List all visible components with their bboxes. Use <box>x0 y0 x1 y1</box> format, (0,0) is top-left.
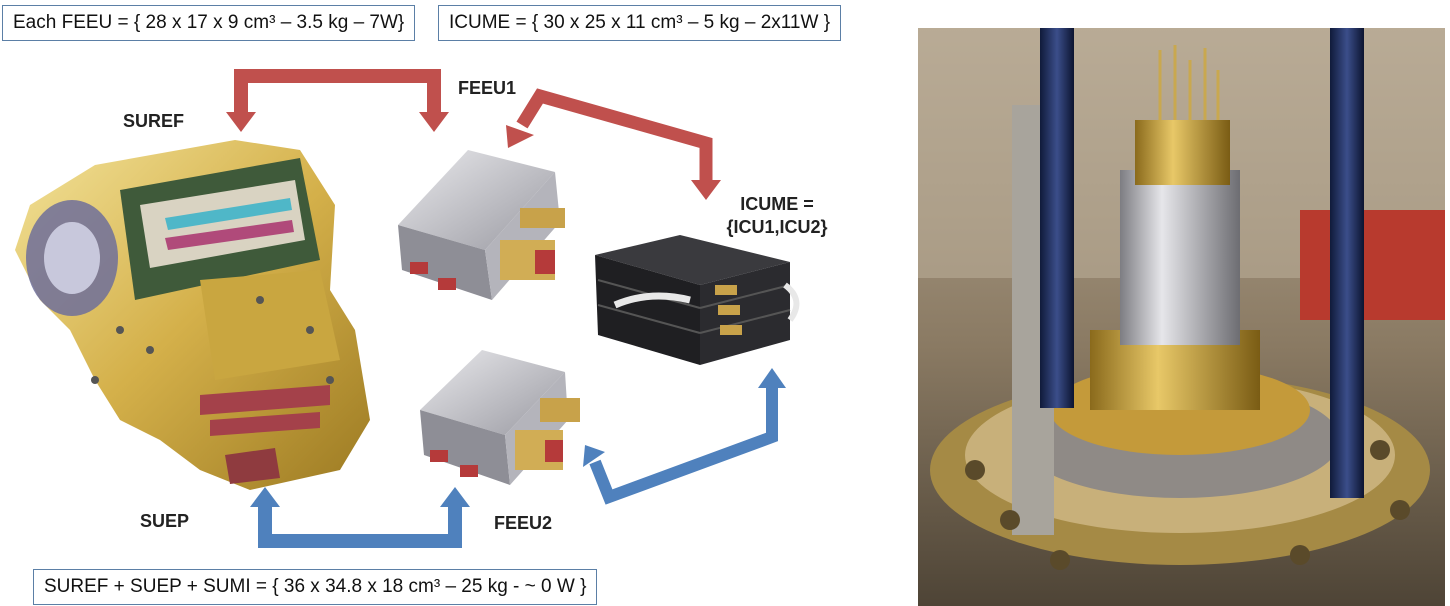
feeu-spec-box: Each FEEU = { 28 x 17 x 9 cm³ – 3.5 kg –… <box>2 5 416 41</box>
feeu2-image <box>420 350 580 485</box>
suref-suep-sumi-spec-box: SUREF + SUEP + SUMI = { 36 x 34.8 x 18 c… <box>33 569 598 605</box>
icume-label-line2: {ICU1,ICU2} <box>726 217 828 237</box>
feeu2-label: FEEU2 <box>494 513 553 533</box>
feeu1-image <box>398 150 565 300</box>
icume-label-line1: ICUME = <box>740 194 814 214</box>
blue-arrow-suep-feeu2 <box>250 487 470 548</box>
suep-label: SUEP <box>140 511 190 531</box>
icume-spec-box: ICUME = { 30 x 25 x 11 cm³ – 5 kg – 2x11… <box>438 5 842 41</box>
icume-label: ICUME = {ICU1,ICU2} <box>712 193 842 239</box>
feeu1-label: FEEU1 <box>458 78 517 98</box>
red-arrow-feeu1-icume <box>506 88 721 200</box>
hardware-photo <box>918 28 1445 606</box>
blue-arrow-feeu2-icume <box>583 368 786 505</box>
red-arrow-suref-feeu1 <box>226 69 449 132</box>
suref-suep-instrument-image <box>15 140 370 490</box>
suref-label: SUREF <box>123 111 185 131</box>
icume-image <box>595 235 800 365</box>
